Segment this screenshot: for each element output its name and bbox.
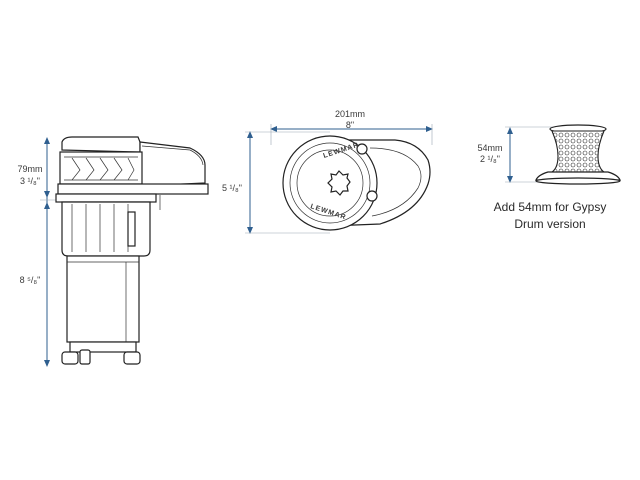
drum-view: 54mm 2 ¹/₈" Add 54mm for Gypsy Drum vers… <box>477 124 621 231</box>
drum-height-mm: 54mm <box>477 143 502 153</box>
top-height-in: 5 ¹/₈" <box>222 183 242 193</box>
arrow-right <box>426 126 433 132</box>
arrow-down <box>247 227 253 234</box>
top-width-mm: 201mm <box>335 109 365 119</box>
drum-caption-line1: Add 54mm for Gypsy <box>494 200 607 214</box>
top-width-in: 8" <box>346 120 354 130</box>
drum-arrow-up <box>507 127 513 134</box>
arrow-left <box>270 126 277 132</box>
arrow-mid-down <box>44 202 50 209</box>
arrow-top <box>44 137 50 144</box>
drum-arrow-down <box>507 176 513 183</box>
side-top-height-mm: 79mm <box>17 164 42 174</box>
arrow-mid-up <box>44 191 50 198</box>
arrow-bottom <box>44 360 50 367</box>
windlass-top-illustration: LEWMAR LEWMAR <box>282 135 431 231</box>
drum-height-in: 2 ¹/₈" <box>480 154 500 164</box>
top-view: 201mm 8" 5 ¹/₈" LEWMAR LEWMAR <box>222 109 433 234</box>
side-view: 79mm 3 ¹/₈" 8 ⁵/₈" <box>17 136 209 367</box>
drum-caption-line2: Drum version <box>514 217 585 231</box>
arrow-up <box>247 131 253 138</box>
gypsy-drum-illustration <box>535 124 621 185</box>
windlass-side-illustration <box>55 136 209 365</box>
side-top-height-in: 3 ¹/₈" <box>20 176 40 186</box>
side-body-height-in: 8 ⁵/₈" <box>20 275 41 285</box>
